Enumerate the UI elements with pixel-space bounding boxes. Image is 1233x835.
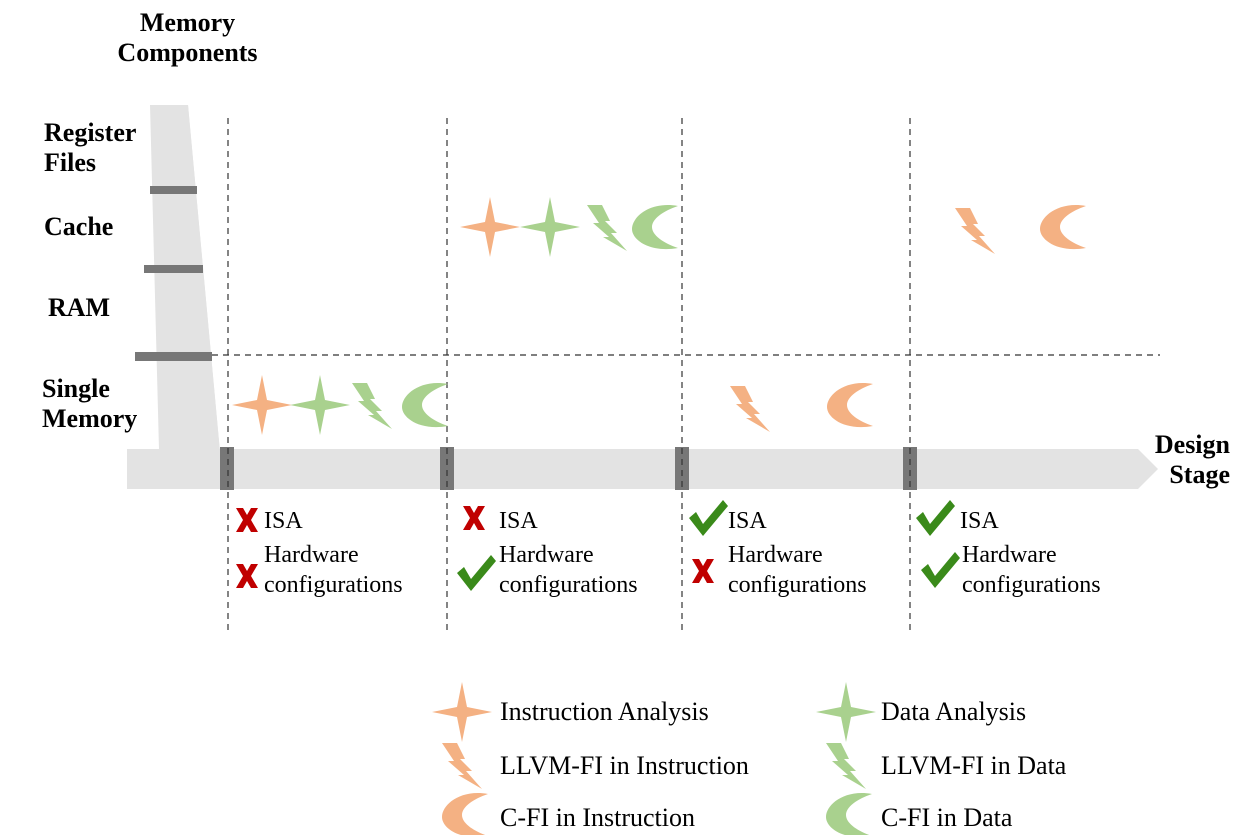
- legend-label-llvm-fi-instruction: LLVM-FI in Instruction: [500, 751, 749, 780]
- hardware-check-icon: [457, 555, 496, 591]
- stage-4-hardware-label: Hardware configurations: [962, 542, 1101, 598]
- level-label-cache: Cache: [44, 212, 114, 241]
- hardware-cross-icon: [236, 564, 258, 588]
- data-analysis-icon: [520, 197, 580, 257]
- legend-data-analysis-icon: [816, 682, 876, 742]
- stage-3-isa-label: ISA: [728, 508, 767, 534]
- level-tick-register-cache: [150, 186, 197, 194]
- legend-label-data-analysis: Data Analysis: [881, 697, 1027, 726]
- llvm-fi-data-icon: [352, 383, 392, 429]
- isa-check-icon: [916, 500, 955, 536]
- legend-label-c-fi-data: C-FI in Data: [881, 803, 1013, 832]
- llvm-fi-instruction-icon: [955, 208, 995, 254]
- legend-llvm-fi-instruction-icon: [442, 743, 482, 789]
- c-fi-instruction-icon: [1040, 205, 1086, 250]
- hardware-cross-icon: [692, 559, 714, 583]
- y-axis-title: Memory Components: [117, 8, 258, 67]
- stage-1-hardware-label: Hardware configurations: [264, 542, 403, 598]
- stage-tick-2: [440, 447, 454, 490]
- isa-cross-icon: [236, 508, 258, 532]
- instruction-analysis-icon: [232, 375, 292, 435]
- level-tick-cache-ram: [144, 265, 203, 273]
- legend-label-llvm-fi-data: LLVM-FI in Data: [881, 751, 1067, 780]
- legend-c-fi-data-icon: [826, 793, 872, 835]
- hardware-check-icon: [921, 552, 960, 588]
- legend-c-fi-instruction-icon: [442, 793, 488, 835]
- legend-label-c-fi-instruction: C-FI in Instruction: [500, 803, 695, 832]
- llvm-fi-instruction-icon: [730, 386, 770, 432]
- level-tick-ram-single: [135, 352, 212, 361]
- instruction-analysis-icon: [460, 197, 520, 257]
- design-stage-arrow: [127, 449, 1158, 489]
- legend-instruction-analysis-icon: [432, 682, 492, 742]
- level-label-single-memory: Single Memory: [42, 374, 138, 433]
- legend-label-instruction-analysis: Instruction Analysis: [500, 697, 709, 726]
- stage-2-hardware-label: Hardware configurations: [499, 542, 638, 598]
- stage-tick-1: [220, 447, 234, 490]
- c-fi-data-icon: [402, 383, 448, 428]
- isa-cross-icon: [463, 506, 485, 530]
- memory-axis-body: [127, 105, 220, 488]
- data-analysis-icon: [290, 375, 350, 435]
- x-axis-title: Design Stage: [1154, 430, 1230, 489]
- stage-tick-4: [903, 447, 917, 490]
- stage-tick-3: [675, 447, 689, 490]
- isa-check-icon: [689, 500, 728, 536]
- level-label-ram: RAM: [48, 293, 111, 322]
- c-fi-data-icon: [632, 205, 678, 250]
- stage-1-isa-label: ISA: [264, 508, 303, 534]
- c-fi-instruction-icon: [827, 383, 873, 428]
- stage-2-isa-label: ISA: [499, 508, 538, 534]
- legend-llvm-fi-data-icon: [826, 743, 866, 789]
- stage-3-hardware-label: Hardware configurations: [728, 542, 867, 598]
- stage-4-isa-label: ISA: [960, 508, 999, 534]
- llvm-fi-data-icon: [587, 205, 627, 251]
- level-label-register-files: Register Files: [44, 118, 136, 177]
